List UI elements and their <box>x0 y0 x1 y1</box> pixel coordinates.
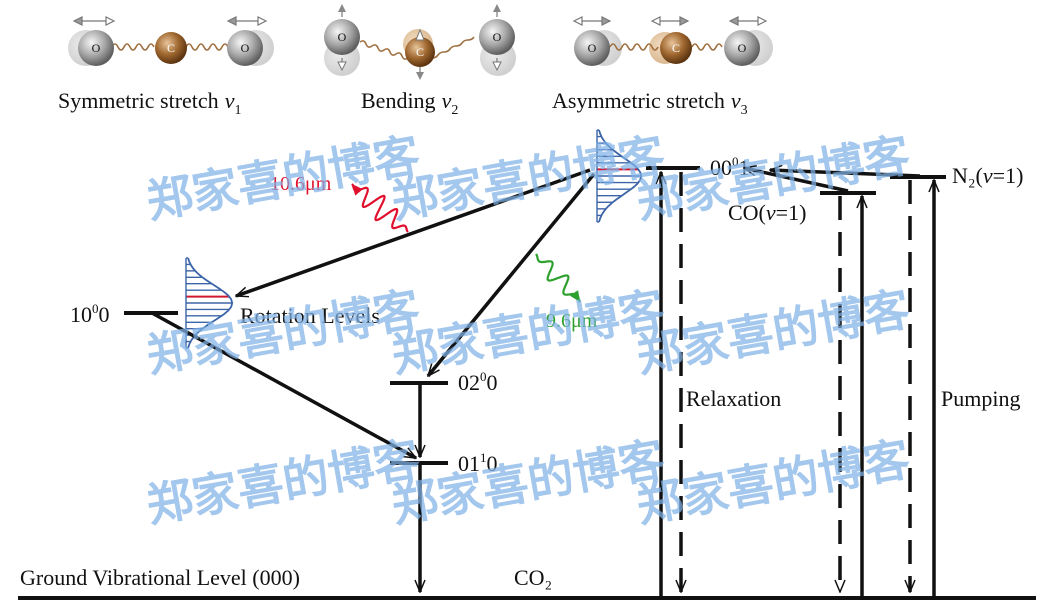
oxygen-label: O <box>92 41 101 55</box>
spring-right <box>691 43 723 51</box>
oxygen-label: O <box>738 41 747 55</box>
watermark-text: 郑家喜的博客 <box>143 128 424 229</box>
level-0110-label: 0110 <box>458 450 498 476</box>
up-arrow-icon <box>338 4 346 17</box>
oxygen-label: O <box>493 30 502 44</box>
rotation-envelope <box>187 257 234 349</box>
co2-label: CO₂ <box>514 565 552 590</box>
double-arrow-icon <box>728 16 768 26</box>
oxygen-label: O <box>338 30 347 44</box>
n2-level-label: N₂(v=1) <box>952 163 1023 188</box>
ground-level-label: Ground Vibrational Level (000) <box>20 565 300 590</box>
oxygen-atom-left <box>78 30 114 66</box>
asymmetric-stretch-molecule: O C O <box>572 16 773 66</box>
watermark-text: 郑家喜的博客 <box>388 128 669 229</box>
rotation-levels-label: Rotation Levels <box>240 303 380 328</box>
oxygen-atom-left <box>574 30 610 66</box>
emission-9-6-label: 9.6μm <box>546 310 598 332</box>
watermark-text: 郑家喜的博客 <box>388 432 669 533</box>
double-arrow-icon <box>72 16 116 26</box>
rotation-envelope <box>598 129 643 223</box>
n2-energy-transfer-arrow <box>770 170 921 178</box>
co-energy-transfer-arrow <box>744 168 849 193</box>
relaxation-label: Relaxation <box>686 386 781 411</box>
transition-1000-to-0110-arrow <box>151 311 416 460</box>
oxygen-atom-right <box>479 19 515 55</box>
watermark-text: 郑家喜的博客 <box>143 432 424 533</box>
oxygen-label: O <box>241 41 250 55</box>
oxygen-atom-right <box>227 30 263 66</box>
emission-9-6-wave <box>535 253 581 303</box>
carbon-label: C <box>672 41 680 55</box>
spring-left <box>111 43 155 51</box>
down-arrow-icon <box>337 58 347 72</box>
spring-right <box>185 43 229 51</box>
watermark-text: 郑家喜的博客 <box>633 282 914 383</box>
level-0200-label: 0200 <box>458 369 498 395</box>
carbon-atom <box>155 32 187 64</box>
oxygen-atom-right <box>724 30 760 66</box>
carbon-atom <box>405 37 435 67</box>
spring-left <box>609 43 659 51</box>
watermark-text: 郑家喜的博客 <box>143 282 424 383</box>
watermark-text: 郑家喜的博客 <box>388 282 669 383</box>
up-arrow-icon <box>493 4 501 17</box>
pumping-label: Pumping <box>941 386 1020 411</box>
rotation-levels-upper <box>596 129 643 223</box>
transition-0001-to-0200-arrow <box>426 172 596 376</box>
symmetric-stretch-molecule: O C O <box>68 16 274 66</box>
double-arrow-icon <box>572 16 612 26</box>
spring-left <box>359 40 409 60</box>
double-arrow-icon <box>226 16 268 26</box>
spring-right <box>431 36 475 59</box>
carbon-label: C <box>416 45 424 59</box>
oxygen-atom-left <box>324 19 360 55</box>
level-1000-label: 1000 <box>70 301 110 327</box>
watermark-text: 郑家喜的博客 <box>633 432 914 533</box>
carbon-atom <box>660 32 692 64</box>
oxygen-label: O <box>588 41 597 55</box>
rotation-levels-lower <box>185 257 234 349</box>
transition-0001-to-1000-arrow <box>236 168 591 298</box>
carbon-label: C <box>167 41 175 55</box>
up-arrow-icon <box>415 28 425 41</box>
down-arrow-icon <box>416 67 424 80</box>
double-arrow-icon <box>650 16 690 26</box>
watermark: 郑家喜的博客 郑家喜的博客 郑家喜的博客 郑家喜的博客 郑家喜的博客 郑家喜的博… <box>143 128 914 533</box>
co-level-label: CO(v=1) <box>728 200 806 225</box>
emission-10-6-wave <box>351 183 409 233</box>
down-arrow-icon <box>492 58 502 72</box>
bending-molecule: O C O <box>324 4 516 80</box>
emission-10-6-label: 10.6μm <box>270 173 332 195</box>
